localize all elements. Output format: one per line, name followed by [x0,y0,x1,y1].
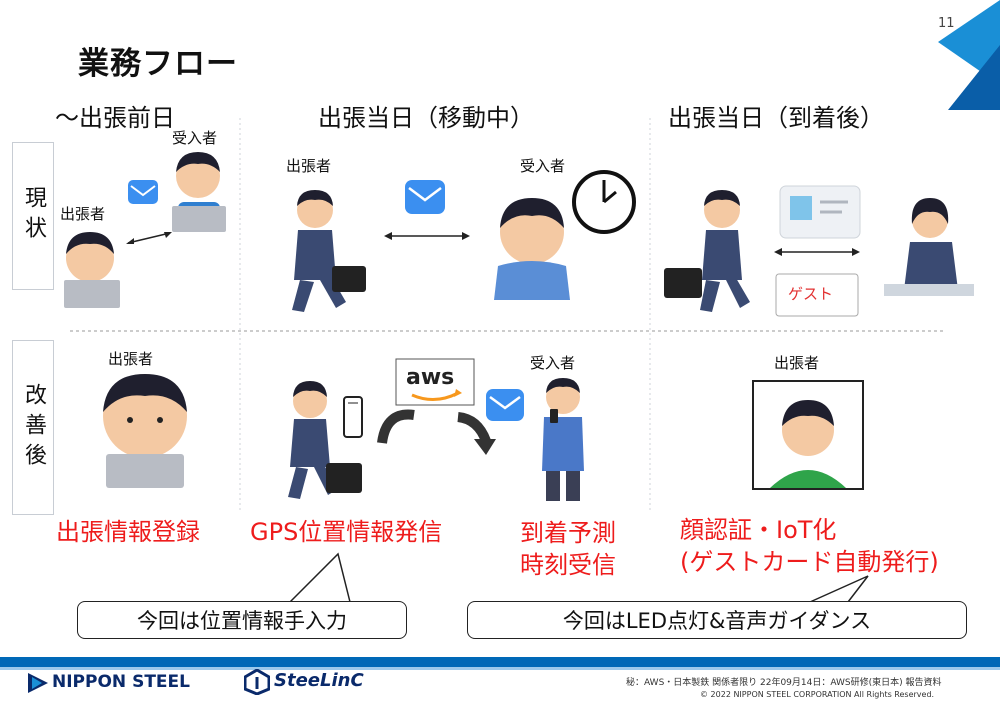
mail-icon [405,180,445,214]
logo-nippon-steel: NIPPON STEEL [52,672,190,692]
guest-label: ゲスト [788,285,834,303]
label-traveler-now-1: 出張者 [60,205,106,223]
traveler-laptop-icon [103,374,187,488]
row1-col2-illustration [292,170,636,312]
corner-decoration [938,0,1000,110]
copyright: © 2022 NIPPON STEEL CORPORATION All Righ… [700,690,935,699]
mail-icon [486,389,524,421]
callout-location-manual: 今回は位置情報手入力 [77,601,407,639]
businessman-walking-icon [292,190,366,312]
row1-col1-illustration [64,152,226,308]
column-header-travel: 出張当日（移動中） [318,104,534,132]
page-number: 11 [938,16,955,31]
label-traveler-new-1: 出張者 [108,350,154,368]
row-label-improved: 改善後 [12,340,54,515]
aws-logo-icon [395,358,475,406]
receptionist-icon [884,198,974,296]
improvement-gps: GPS位置情報発信 [250,518,443,546]
footer-bar-light [0,667,1000,670]
traveler-person-icon [64,232,120,308]
double-arrow-icon [384,232,470,240]
column-header-before: 〜出張前日 [55,104,175,132]
double-arrow-icon [774,248,860,256]
improvement-face-2: (ゲストカード自動発行) [680,548,939,576]
row2-col2-illustration [288,358,524,499]
mail-icon [128,180,158,204]
id-card-icon [779,185,861,239]
row1-col3-illustration [664,185,974,317]
logo-steellinc: SteeLinC [274,670,364,691]
improvement-arrival-1: 到着予測 [520,519,616,547]
column-header-arrival: 出張当日（到着後） [668,104,884,132]
receiver-phone-icon [542,378,584,501]
callout-led-voice: 今回はLED点灯&音声ガイダンス [467,601,967,639]
confidential-note: 秘：AWS・日本製鉄 関係者限り 22年09月14日：AWS研修(東日本) 報告… [626,678,942,688]
clock-icon [572,170,636,234]
grid-lines [70,118,945,512]
label-receiver-new: 受入者 [530,354,576,372]
page-title: 業務フロー [78,46,238,82]
label-receiver-now-2: 受入者 [520,157,566,175]
businessman-walking-icon [664,190,750,312]
nippon-steel-logo-icon [28,673,48,693]
callout-tails [289,552,869,603]
label-traveler-new-3: 出張者 [774,354,820,372]
label-receiver-now-1: 受入者 [172,129,218,147]
steellinc-logo-icon [244,669,270,695]
improvement-arrival-2: 時刻受信 [520,551,616,579]
improvement-register: 出張情報登録 [56,518,200,546]
smartphone-icon [343,396,363,438]
row-label-current: 現状 [12,142,54,290]
face-recognition-icon [752,380,864,490]
improvement-face-1: 顔認証・IoT化 [680,516,837,544]
worried-person-icon [494,198,570,300]
receiver-person-icon [172,152,226,232]
guest-card-icon [775,273,859,317]
label-traveler-now-2: 出張者 [286,157,332,175]
footer-bar [0,657,1000,667]
aws-label: aws [406,365,455,390]
flow-arrow-icon [377,409,496,455]
double-arrow-icon [126,232,172,244]
businessman-walking-icon [288,381,362,499]
